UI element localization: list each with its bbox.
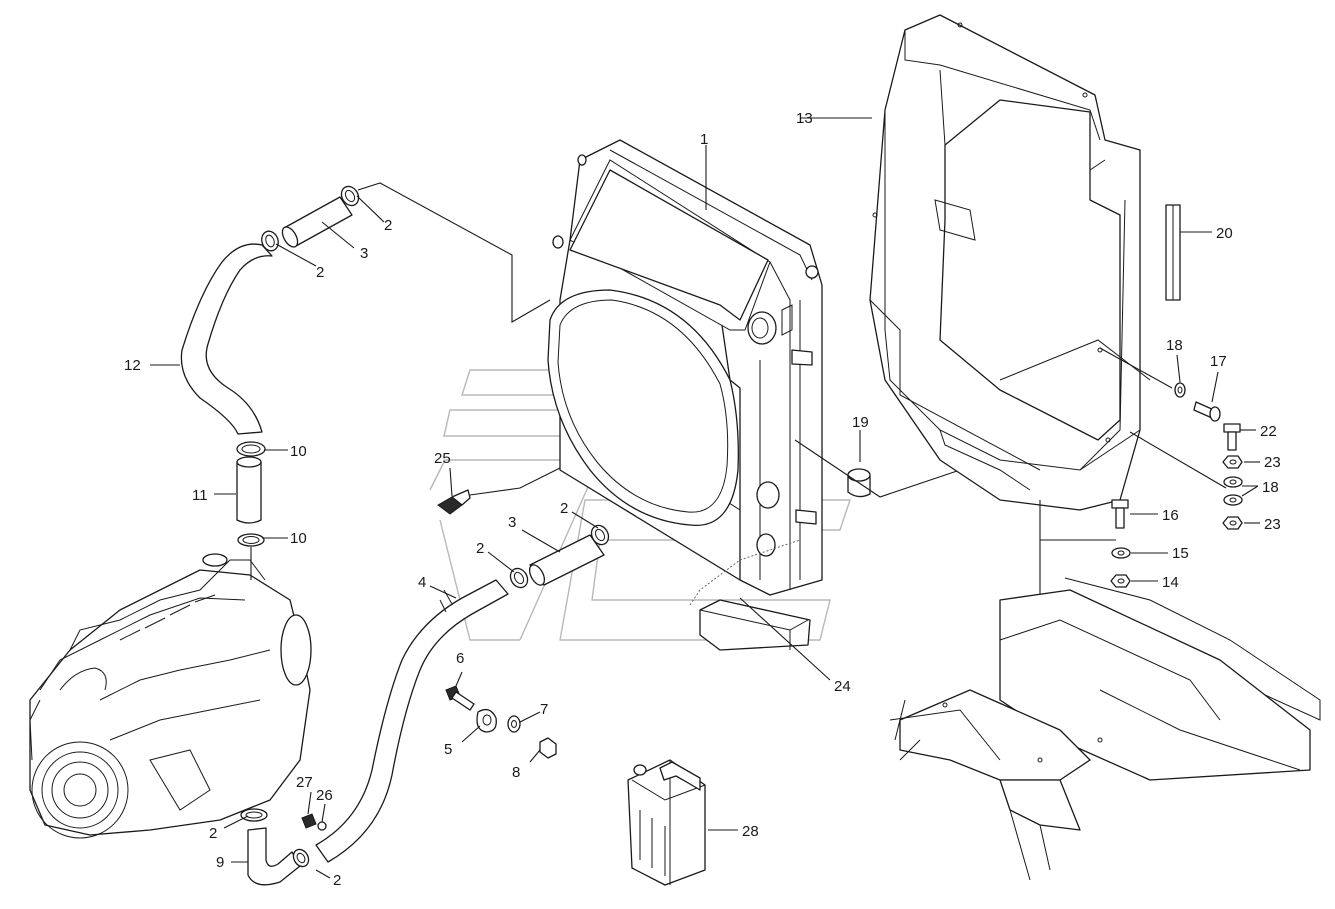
bolt-17	[1193, 401, 1221, 422]
callout-10: 10	[290, 443, 307, 460]
washer-18-lower-a	[1223, 476, 1243, 488]
callout-13: 13	[796, 110, 813, 127]
callout-7: 7	[540, 701, 548, 718]
nut-23-upper	[1222, 455, 1243, 469]
callout-11: 11	[192, 487, 208, 504]
callout-24: 24	[834, 678, 851, 695]
chassis-bracket	[889, 577, 1321, 881]
callout-6: 6	[456, 650, 464, 667]
drain-plug-27	[301, 813, 317, 829]
nut-23-lower	[1222, 516, 1243, 530]
pipe-3-upper	[281, 196, 353, 248]
hose-9	[247, 827, 301, 886]
callout-28: 28	[742, 823, 759, 840]
callout-18: 18	[1262, 479, 1279, 496]
callout-17: 17	[1210, 353, 1227, 370]
callout-26: 26	[316, 787, 333, 804]
callout-23: 23	[1264, 516, 1281, 533]
callout-1: 1	[700, 131, 708, 148]
clamp-2-hose9-end	[292, 848, 310, 868]
hose-11	[236, 456, 262, 524]
clamp-2-hose12	[261, 230, 279, 252]
callout-25: 25	[434, 450, 451, 467]
leader-lines	[150, 117, 1260, 879]
callout-9: 9	[216, 854, 224, 871]
temp-sensor-25	[437, 489, 471, 515]
washer-18-upper	[1174, 382, 1186, 398]
callout-27: 27	[296, 774, 313, 791]
callout-2: 2	[333, 872, 341, 889]
clamp-2-pipe4-upper	[509, 567, 529, 589]
hose-12	[180, 243, 273, 435]
nut-8	[539, 737, 557, 759]
callout-3: 3	[360, 245, 368, 262]
callout-19: 19	[852, 414, 869, 431]
callout-14: 14	[1162, 574, 1179, 591]
callout-5: 5	[444, 741, 452, 758]
callout-16: 16	[1162, 507, 1179, 524]
frame-13	[869, 14, 1151, 511]
clamp-10-lower	[237, 533, 265, 547]
callout-4: 4	[418, 574, 426, 591]
coolant-canister-28	[627, 759, 706, 886]
callout-22: 22	[1260, 423, 1277, 440]
radiator-1	[547, 139, 823, 596]
clamp-10-upper	[236, 441, 266, 457]
bolt-22	[1223, 423, 1241, 451]
callout-18: 18	[1166, 337, 1183, 354]
clamp-2-pipe3-upper	[340, 185, 360, 207]
washer-18-lower-b	[1223, 494, 1243, 506]
callout-15: 15	[1172, 545, 1189, 562]
valve-5	[476, 708, 497, 733]
clamp-2-hose9-top	[240, 808, 268, 822]
callout-23: 23	[1264, 454, 1281, 471]
callout-2: 2	[384, 217, 392, 234]
washer-26	[317, 821, 327, 831]
bolt-6	[445, 685, 475, 711]
callout-3: 3	[508, 514, 516, 531]
nut-14	[1110, 574, 1131, 588]
bolt-16	[1111, 499, 1129, 529]
washer-15	[1111, 547, 1131, 559]
callout-2: 2	[316, 264, 324, 281]
callout-12: 12	[124, 357, 141, 374]
callout-2: 2	[209, 825, 217, 842]
pipe-4	[315, 579, 509, 863]
foam-strip-24	[699, 599, 811, 651]
washer-7	[507, 715, 521, 733]
pipe-3-lower	[528, 534, 605, 586]
callout-2: 2	[476, 540, 484, 557]
callout-8: 8	[512, 764, 520, 781]
callout-10: 10	[290, 530, 307, 547]
callout-2: 2	[560, 500, 568, 517]
callout-20: 20	[1216, 225, 1233, 242]
callout-labels: 1 2 2 2 2 2 2 3 3 4 5 6 7 8 9 10 10 11 1…	[124, 110, 1281, 889]
seal-strip-20	[1165, 204, 1181, 301]
engine-assembly	[29, 553, 312, 839]
